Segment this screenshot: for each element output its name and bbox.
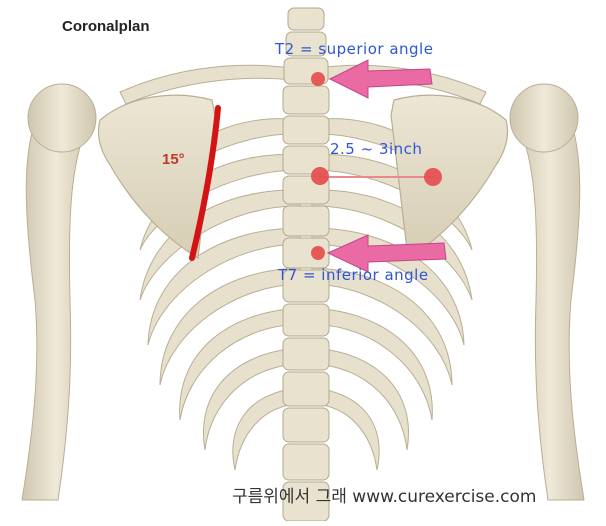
tilt-angle-label: 15° xyxy=(162,151,185,168)
plane-label: Coronalplan xyxy=(62,18,150,35)
marker-dot-t2 xyxy=(311,72,325,86)
spine xyxy=(283,8,329,521)
distance-annotation: 2.5 ~ 3inch xyxy=(330,140,422,158)
superior-angle-annotation: T2 = superior angle xyxy=(275,40,433,58)
marker-dot-scapula-right xyxy=(424,168,442,186)
marker-dot-t7 xyxy=(311,246,325,260)
humerus-right xyxy=(516,110,584,500)
humeral-head-right xyxy=(510,84,578,152)
watermark: 구름위에서 그래 www.curexercise.com xyxy=(232,482,536,507)
humeral-head-left xyxy=(28,84,96,152)
inferior-angle-annotation: T7 = inferior angle xyxy=(278,266,429,284)
humerus-left xyxy=(22,110,90,500)
marker-dot-spine-mid xyxy=(311,167,329,185)
